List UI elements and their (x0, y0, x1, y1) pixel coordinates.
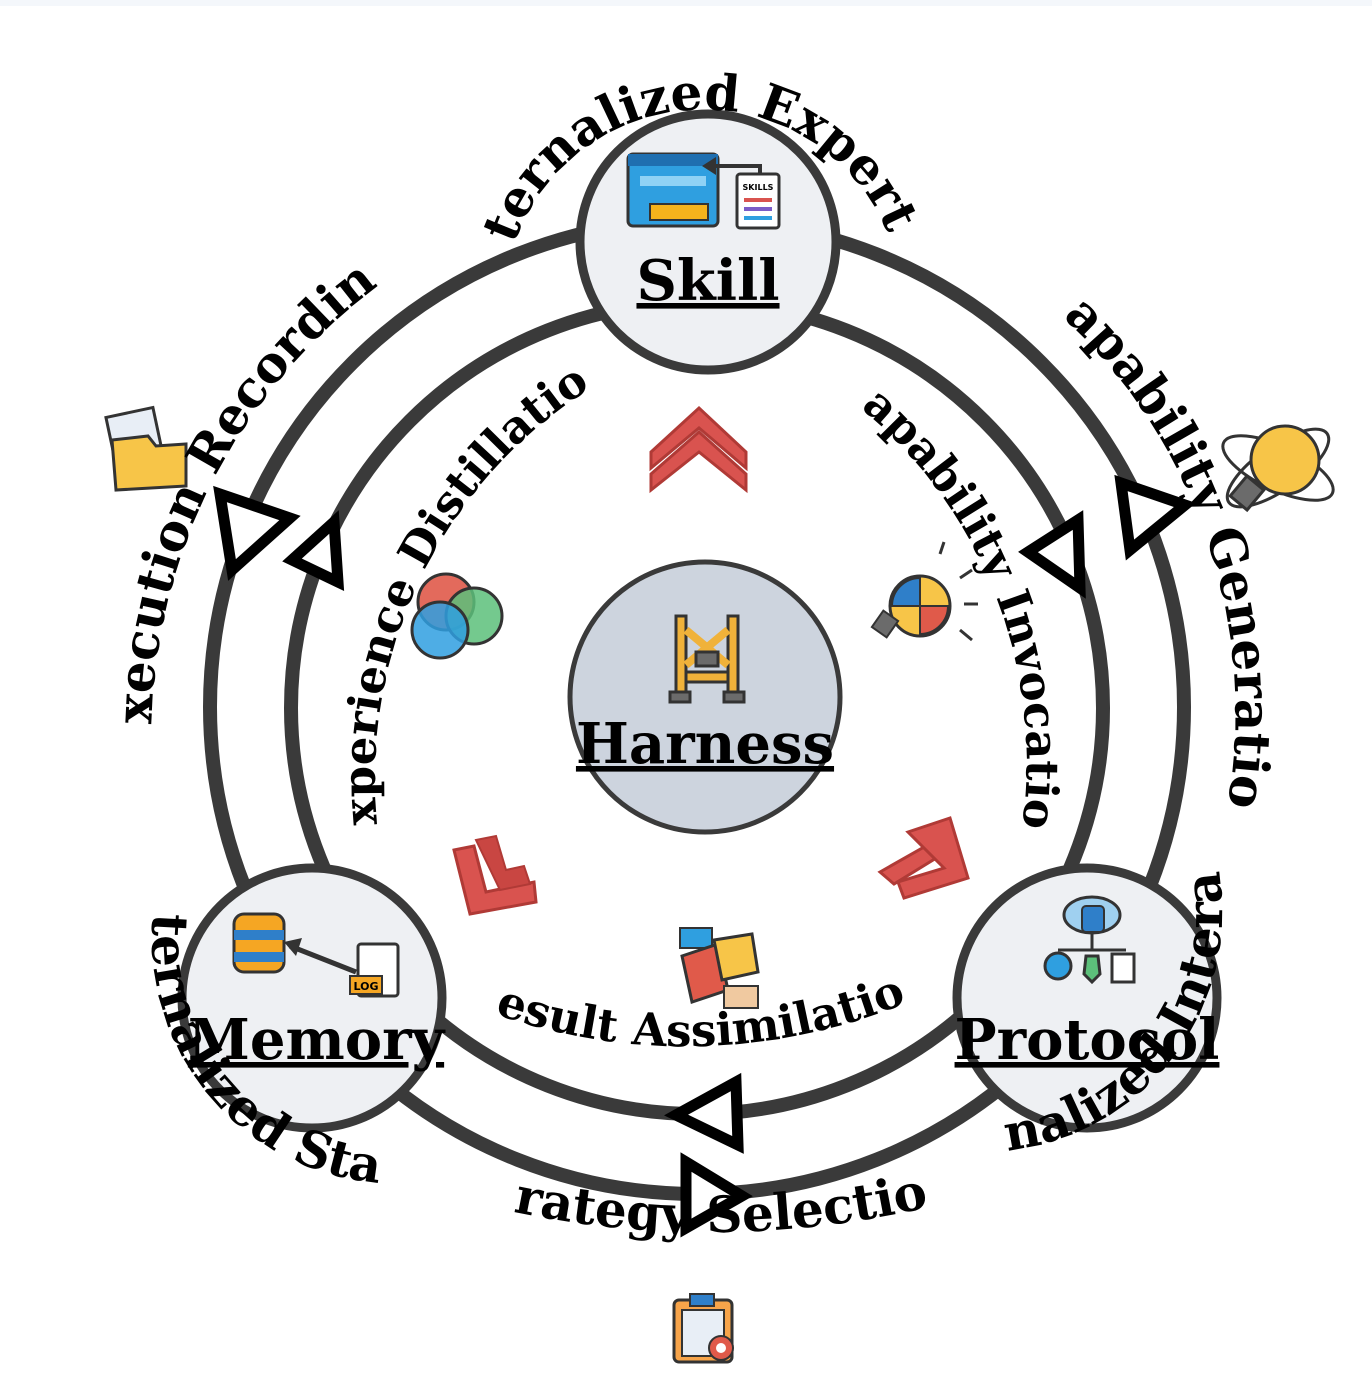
hands-puzzle-icon (679, 927, 760, 1009)
arrow-result-assimilation (664, 1072, 744, 1154)
protocol-label: Protocol (955, 1007, 1220, 1073)
svg-text:SKILLS: SKILLS (743, 183, 774, 192)
arrow-execution-recording (213, 485, 301, 581)
protocol-node (952, 863, 1222, 1133)
chevron-down-left-icon (452, 834, 538, 916)
harness-node (567, 559, 843, 835)
skill-label: Skill (636, 248, 779, 314)
label-execution-recording: Execution Recording (0, 0, 386, 725)
harness-icon (668, 614, 746, 704)
harness-label: Harness (576, 711, 834, 777)
chevron-down-right-icon (877, 816, 970, 900)
arrow-strategy-selection (680, 1152, 753, 1238)
svg-text:LOG: LOG (354, 980, 379, 993)
lightbulb-atom-icon (1221, 424, 1335, 513)
cloud-network-icon (1043, 895, 1136, 985)
label-experience-distillation: Experience Distillation (0, 0, 597, 827)
chevron-up-icon (649, 405, 748, 494)
arrow-capability-invocation (1018, 510, 1086, 599)
skills-code-icon: SKILLS (626, 152, 781, 230)
venn-diagram-icon (410, 572, 504, 660)
clipboard-target-icon (672, 1293, 734, 1364)
memory-label: Memory (188, 1007, 446, 1073)
folder-files-icon (104, 405, 188, 492)
database-log-icon: LOG (232, 912, 400, 998)
arrow-capability-generation (1114, 474, 1197, 561)
top-band (0, 0, 1372, 6)
skill-node (575, 109, 841, 375)
arrow-experience-distillation (282, 510, 345, 592)
puzzle-lightbulb-icon (870, 541, 978, 642)
